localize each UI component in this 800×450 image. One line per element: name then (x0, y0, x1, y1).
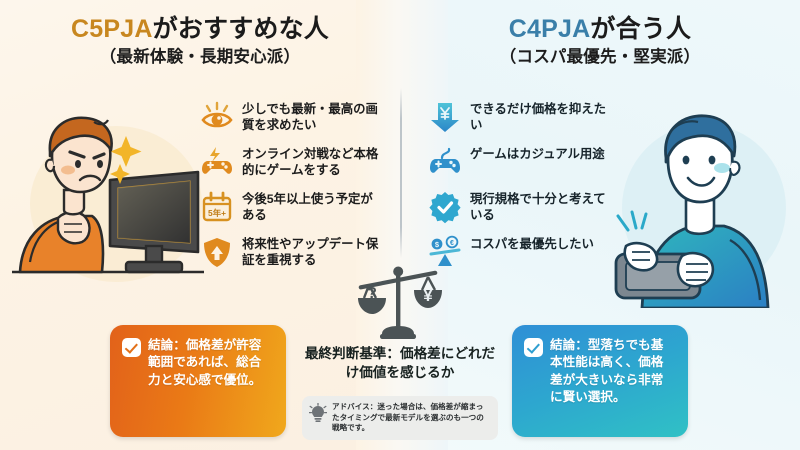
right-conclusion-text: 結論：型落ちでも基本性能は高く、価格差が大きいなら非常に賢い選択。 (550, 338, 664, 405)
list-item-label: 少しでも最新・最高の画質を求めたい (242, 102, 378, 132)
list-item: できるだけ価格を抑えたい (428, 100, 608, 134)
list-item-label: 今後5年以上使う予定がある (242, 192, 373, 222)
list-item-label: できるだけ価格を抑えたい (470, 102, 607, 132)
smiling-man-with-handheld-illustration (612, 104, 794, 310)
left-bullet-list: 少しでも最新・最高の画質を求めたい オンライン対戦など本格的にゲームをする (200, 100, 380, 280)
list-item: 現行規格で十分と考えている (428, 190, 608, 224)
right-title-rest: が合う人 (590, 15, 692, 43)
list-item-label: 将来性やアップデート保証を重視する (242, 237, 379, 267)
right-title-accent: C4PJA (508, 15, 591, 43)
panel-seam-gradient (356, 0, 448, 450)
lightbulb-icon (308, 402, 328, 423)
check-badge-icon (428, 190, 462, 224)
list-item: オンライン対戦など本格的にゲームをする (200, 145, 380, 179)
list-item-label: 現行規格で十分と考えている (470, 192, 606, 222)
left-title-block: C5PJAがおすすめな人 （最新体験・長期安心派） (0, 14, 400, 68)
right-conclusion-box: 結論：型落ちでも基本性能は高く、価格差が大きいなら非常に賢い選択。 (512, 325, 688, 437)
calendar-5year-icon: 5年+ (200, 190, 234, 224)
right-subtitle: （コスパ最優先・堅実派） (499, 48, 701, 66)
list-item: 少しでも最新・最高の画質を求めたい (200, 100, 380, 134)
left-title-rest: がおすすめな人 (152, 15, 329, 43)
scale-left-pan-symbol: ? (367, 285, 377, 302)
list-item-label: オンライン対戦など本格的にゲームをする (242, 147, 379, 177)
calendar-icon-label: 5年+ (208, 208, 226, 218)
advice-text: アドバイス：迷った場合は、価格差が縮まったタイミングで最新モデルを選ぶのも一つの… (332, 402, 484, 433)
right-title-block: C4PJAが合う人 （コスパ最優先・堅実派） (400, 14, 800, 68)
advice-bar: アドバイス：迷った場合は、価格差が縮まったタイミングで最新モデルを選ぶのも一つの… (302, 396, 498, 440)
list-item: 5年+ 今後5年以上使う予定がある (200, 190, 380, 224)
scale-right-pan-symbol: ¥ (423, 286, 433, 305)
right-bullet-list: できるだけ価格を抑えたい ゲームはカジュアル用途 (428, 100, 608, 280)
gamepad-icon (428, 145, 462, 179)
list-item: $ € コスパを最優先したい (428, 235, 608, 269)
eye-sparkle-icon (200, 100, 234, 134)
right-title: C4PJAが合う人 (400, 14, 800, 44)
shield-up-arrow-icon (200, 235, 234, 269)
svg-text:$: $ (435, 240, 440, 249)
left-conclusion-text: 結論：価格差が許容範囲であれば、総合力と安心感で優位。 (148, 338, 262, 387)
list-item: 将来性やアップデート保証を重視する (200, 235, 380, 269)
list-item-label: コスパを最優先したい (470, 237, 594, 251)
down-arrow-yen-icon (428, 100, 462, 134)
gamepad-lightning-icon (200, 145, 234, 179)
left-conclusion-box: 結論：価格差が許容範囲であれば、総合力と安心感で優位。 (110, 325, 286, 437)
balance-scale-icon: ? ¥ (352, 258, 448, 344)
checkbox-icon (122, 338, 141, 357)
final-criteria-caption: 最終判断基準：価格差にどれだけ価値を感じるか (304, 346, 496, 380)
angry-man-with-monitor-illustration (8, 112, 208, 308)
list-item: ゲームはカジュアル用途 (428, 145, 608, 179)
vertical-divider (400, 88, 402, 258)
left-subtitle: （最新体験・長期安心派） (99, 48, 301, 66)
svg-text:€: € (450, 240, 454, 247)
left-title: C5PJAがおすすめな人 (0, 14, 400, 44)
list-item-label: ゲームはカジュアル用途 (470, 147, 605, 161)
left-title-accent: C5PJA (71, 15, 153, 43)
cost-balance-icon: $ € (428, 235, 462, 269)
checkbox-icon (524, 338, 543, 357)
